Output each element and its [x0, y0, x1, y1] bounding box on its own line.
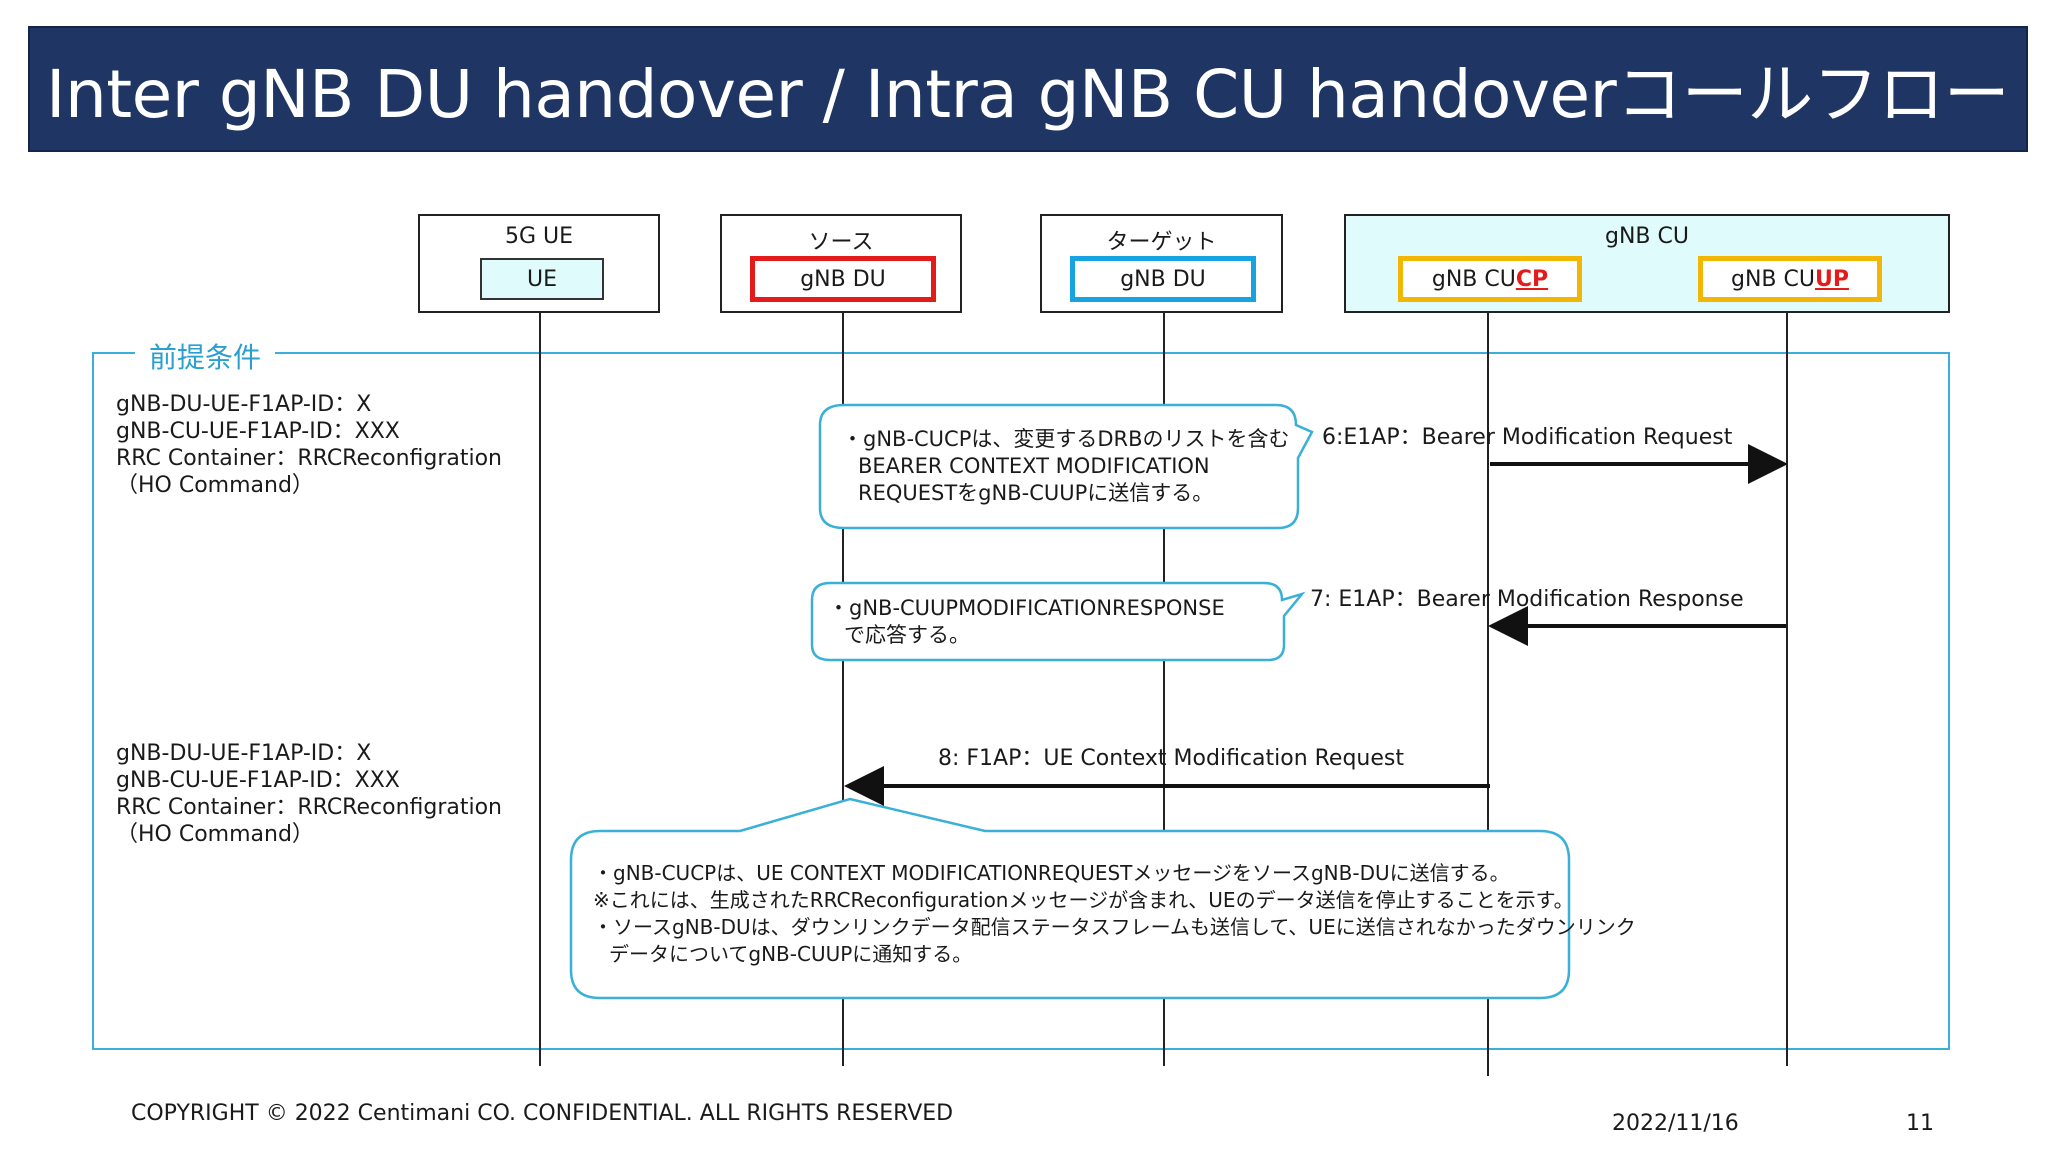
message-6-label: 6:E1AP：Bearer Modification Request: [1322, 425, 1733, 450]
target-du-label: gNB DU: [1120, 266, 1206, 292]
precondition-note-line: gNB-DU-UE-F1AP-ID：X: [116, 741, 372, 766]
lifeline-cucp: [1487, 300, 1489, 1076]
lane-target-du: ターゲット gNB DU: [1040, 214, 1283, 313]
footer-date: 2022/11/16: [1612, 1111, 1739, 1136]
precondition-note-line: gNB-CU-UE-F1AP-ID：XXX: [116, 419, 400, 444]
lifeline-cuup: [1786, 300, 1788, 1066]
lane-source-caption: ソース: [808, 230, 874, 255]
callout-line: ・gNB-CUUPMODIFICATIONRESPONSE: [828, 596, 1225, 620]
precondition-label: 前提条件: [135, 336, 276, 376]
precondition-note-line: （HO Command）: [116, 473, 314, 498]
callout-line: ・ソースgNB-DUは、ダウンリンクデータ配信ステータスフレームも送信して、UE…: [593, 915, 1636, 939]
callout-line: で応答する。: [844, 623, 970, 647]
copyright-notice: COPYRIGHT © 2022 Centimani CO. CONFIDENT…: [131, 1101, 954, 1126]
callout-2-text: ・gNB-CUUPMODIFICATIONRESPONSE で応答する。: [828, 595, 1225, 649]
lane-gnb-cu: gNB CU gNB CUCP gNB CUUP: [1344, 214, 1950, 313]
message-7-label: 7: E1AP：Bearer Modification Response: [1310, 587, 1744, 612]
precondition-note-line: RRC Container：RRCReconfigration: [116, 446, 502, 471]
cucp-label: gNB CUCP: [1432, 267, 1548, 292]
callout-line: ・gNB-CUCPは、UE CONTEXT MODIFICATIONREQUES…: [593, 861, 1510, 885]
callout-1-text: ・gNB-CUCPは、変更するDRBのリストを含む BEARER CONTEXT…: [842, 426, 1290, 507]
precondition-note-2: gNB-DU-UE-F1AP-ID：X gNB-CU-UE-F1AP-ID：XX…: [116, 740, 502, 848]
callout-line: ・gNB-CUCPは、変更するDRBのリストを含む: [842, 427, 1290, 451]
cuup-label-accent: UP: [1814, 266, 1849, 292]
lane-ue: 5G UE UE: [418, 214, 660, 313]
cucp-label-accent: CP: [1515, 266, 1549, 292]
callout-line: REQUESTをgNB-CUUPに送信する。: [858, 481, 1214, 505]
lane-target-caption: ターゲット: [1106, 230, 1217, 255]
cucp-entity: gNB CUCP: [1398, 256, 1582, 302]
message-8-label: 8: F1AP：UE Context Modification Request: [938, 746, 1404, 771]
lifeline-ue: [539, 296, 541, 1066]
precondition-note-line: RRC Container：RRCReconfigration: [116, 795, 502, 820]
callout-line: BEARER CONTEXT MODIFICATION: [858, 454, 1210, 478]
precondition-note-line: （HO Command）: [116, 822, 314, 847]
lifeline-source-du: [842, 310, 844, 1066]
title-bar: Inter gNB DU handover / Intra gNB CU han…: [28, 26, 2028, 152]
precondition-note-line: gNB-CU-UE-F1AP-ID：XXX: [116, 768, 400, 793]
target-du-entity: gNB DU: [1070, 256, 1256, 302]
page-title: Inter gNB DU handover / Intra gNB CU han…: [46, 56, 2010, 133]
precondition-frame: [92, 352, 1950, 1050]
callout-line: ※これには、生成されたRRCReconfigurationメッセージが含まれ、U…: [593, 888, 1574, 912]
cuup-label-prefix: gNB CU: [1731, 266, 1815, 292]
cuup-entity: gNB CUUP: [1698, 256, 1882, 302]
callout-3-text: ・gNB-CUCPは、UE CONTEXT MODIFICATIONREQUES…: [593, 860, 1636, 968]
page-number: 11: [1906, 1111, 1934, 1136]
lane-cu-caption: gNB CU: [1605, 224, 1689, 249]
precondition-note-line: gNB-DU-UE-F1AP-ID：X: [116, 392, 372, 417]
cucp-label-prefix: gNB CU: [1431, 266, 1516, 292]
lane-source-du: ソース gNB DU: [720, 214, 962, 313]
precondition-note-1: gNB-DU-UE-F1AP-ID：X gNB-CU-UE-F1AP-ID：XX…: [116, 391, 502, 499]
cuup-label: gNB CUUP: [1731, 267, 1849, 292]
source-du-label: gNB DU: [800, 266, 886, 292]
source-du-entity: gNB DU: [750, 256, 936, 302]
lane-ue-caption: 5G UE: [504, 224, 574, 249]
callout-line: データについてgNB-CUUPに通知する。: [609, 942, 973, 966]
lifeline-target-du: [1163, 300, 1165, 1066]
ue-entity: UE: [480, 258, 604, 300]
ue-entity-label: UE: [526, 266, 557, 292]
